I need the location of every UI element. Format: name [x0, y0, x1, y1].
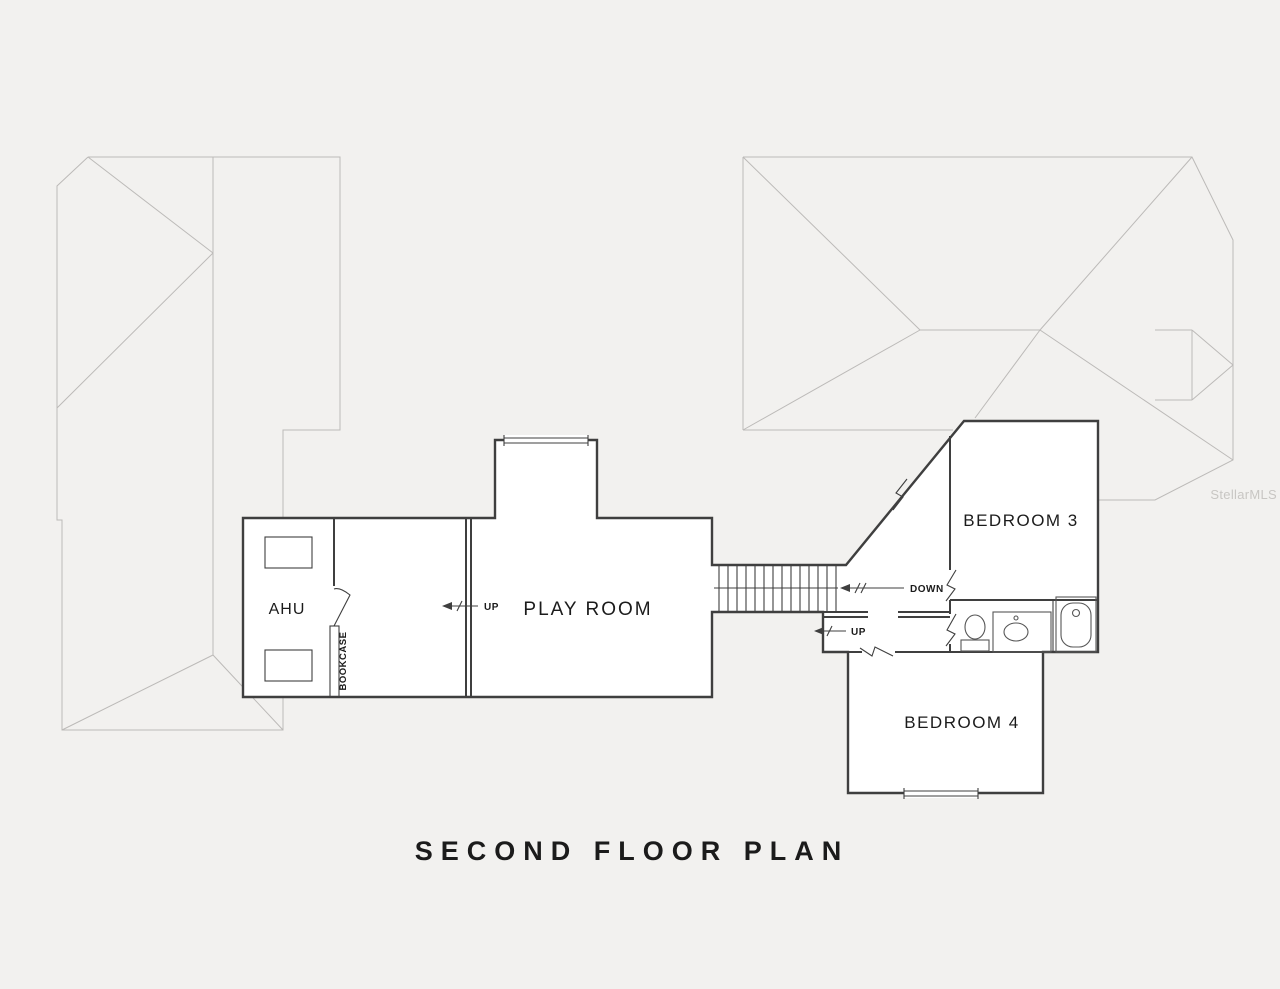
sink-basin — [1003, 622, 1029, 642]
bathroom-door-zigzag — [945, 613, 957, 647]
sink-faucet — [1013, 615, 1019, 621]
bedroom3-door-zigzag — [892, 478, 908, 511]
playroom-window-glazing — [503, 435, 589, 446]
toilet-bowl — [964, 614, 986, 640]
bookcase-outline — [329, 625, 340, 698]
stair-label-down: DOWN — [910, 584, 944, 595]
playroom-window-opening — [504, 435, 588, 445]
exterior-wall-outline — [241, 419, 1100, 795]
room-labels: AHU PLAY ROOM BEDROOM 3 BEDROOM 4 DOWN U… — [269, 511, 1079, 732]
ahu-closet-door-swing — [333, 588, 351, 627]
bedroom4-window — [903, 788, 979, 799]
bathtub — [1055, 596, 1097, 653]
up-playroom-arrow — [442, 600, 478, 612]
plan-title: SECOND FLOOR PLAN — [415, 836, 850, 866]
down-arrow-tail — [848, 582, 904, 594]
up-playroom-arrowhead — [442, 602, 452, 610]
toilet-tank — [960, 639, 990, 652]
bathtub-drain — [1071, 608, 1081, 618]
ahu-unit-lower — [264, 649, 313, 682]
down-arrow — [840, 582, 904, 594]
bathtub-outer — [1055, 596, 1097, 653]
landing-door-zigzag — [945, 569, 957, 602]
up-playroom-arrow-tail — [450, 600, 478, 612]
bookcase-label: BOOKCASE — [338, 632, 349, 691]
playroom-window — [503, 435, 589, 446]
attic-label-up-playroom: UP — [484, 602, 499, 613]
bedroom4-door-zigzag — [859, 646, 894, 657]
watermark-text: StellarMLS — [1210, 487, 1277, 502]
bedroom4-window-glazing — [903, 788, 979, 799]
staircase — [714, 566, 904, 637]
bathroom-fixtures — [960, 596, 1097, 653]
bedroom4-window-opening — [904, 788, 978, 798]
up-hall-arrowhead — [814, 627, 824, 635]
bathtub-inner — [1060, 602, 1092, 648]
down-arrowhead — [840, 584, 850, 592]
room-label-bedroom-3: BEDROOM 3 — [963, 511, 1079, 530]
interior-walls — [333, 436, 1098, 697]
ahu-unit-upper — [264, 536, 313, 569]
room-label-play-room: PLAY ROOM — [523, 599, 652, 620]
right-roof-outline — [742, 156, 1234, 501]
toilet — [960, 614, 990, 652]
room-label-ahu: AHU — [269, 601, 306, 618]
ahu-room-details — [264, 536, 340, 698]
door-symbols — [333, 478, 957, 657]
up-hall-arrow — [814, 625, 846, 637]
stair-label-up-hall: UP — [851, 627, 866, 638]
vanity-sink — [992, 611, 1052, 653]
vanity-counter — [992, 611, 1052, 653]
up-hall-arrow-tail — [822, 625, 846, 637]
floor-plan-walls — [241, 419, 1100, 799]
room-label-bedroom-4: BEDROOM 4 — [904, 713, 1020, 732]
